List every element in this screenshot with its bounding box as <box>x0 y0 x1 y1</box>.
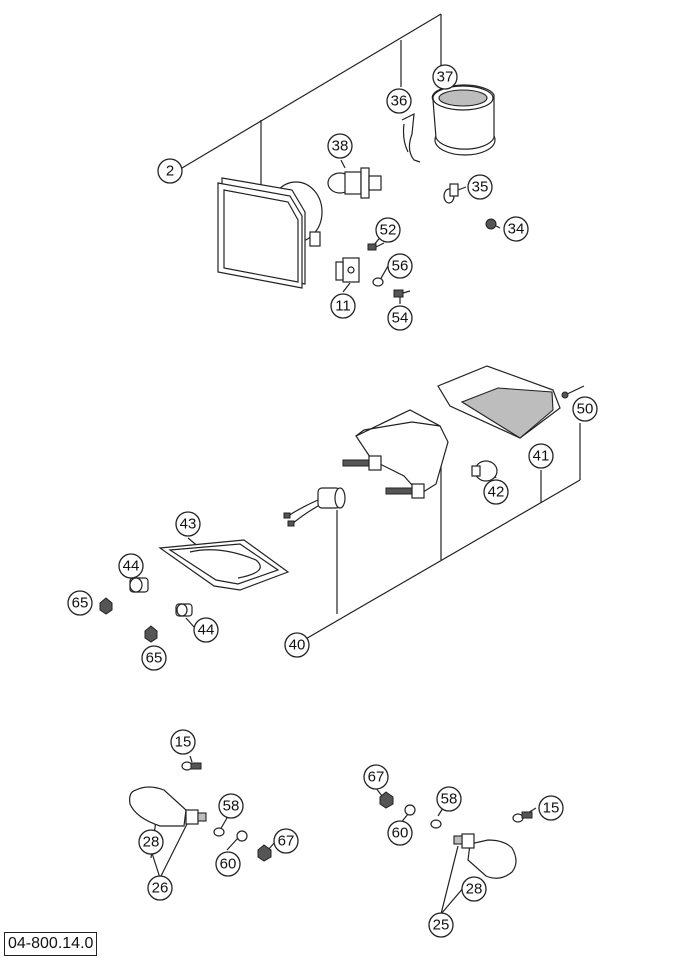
callout-43: 43 <box>175 511 201 537</box>
svg-text:15: 15 <box>175 734 192 751</box>
callout-44-upper: 44 <box>118 553 144 579</box>
svg-text:34: 34 <box>508 221 525 238</box>
turn-signal-left <box>129 786 207 827</box>
callout-65-upper: 65 <box>67 590 93 616</box>
svg-text:67: 67 <box>368 769 385 786</box>
callout-25: 25 <box>428 912 454 938</box>
headlight-bulb <box>327 167 382 199</box>
callout-58-left: 58 <box>218 793 244 819</box>
callout-42: 42 <box>483 479 509 505</box>
callout-38: 38 <box>327 133 353 159</box>
callout-15-left: 15 <box>170 729 196 755</box>
callout-26: 26 <box>147 875 173 901</box>
callout-60-left: 60 <box>215 851 241 877</box>
callout-65-lower: 65 <box>141 645 167 671</box>
callout-54: 54 <box>387 305 413 331</box>
svg-text:28: 28 <box>143 834 160 851</box>
svg-text:44: 44 <box>198 622 215 639</box>
callout-15-right: 15 <box>538 795 564 821</box>
nut-67-right <box>379 791 394 809</box>
svg-text:36: 36 <box>391 93 408 110</box>
headlight-housing <box>217 177 323 289</box>
svg-text:65: 65 <box>72 595 89 612</box>
svg-text:11: 11 <box>335 298 351 315</box>
svg-text:2: 2 <box>166 163 174 180</box>
callout-58-right: 58 <box>436 786 462 812</box>
callout-60-right: 60 <box>387 820 413 846</box>
turn-signal-right-group <box>375 787 537 915</box>
lockwasher-60-left <box>236 830 248 842</box>
headlight-group <box>181 13 501 304</box>
spacer-44-upper <box>129 577 149 593</box>
tail-studs <box>342 455 425 499</box>
headlight-bracket <box>335 257 360 283</box>
screw-52 <box>367 242 385 251</box>
svg-text:25: 25 <box>433 917 450 934</box>
screw-15-right <box>512 811 533 823</box>
parking-bulb <box>443 183 459 204</box>
svg-text:43: 43 <box>180 516 197 533</box>
lockwasher-60-right <box>404 804 416 816</box>
svg-text:67: 67 <box>278 833 295 850</box>
headlight-ring <box>431 84 496 156</box>
washer-58-left <box>213 827 225 837</box>
callout-67-left: 67 <box>273 828 299 854</box>
spacer-44-lower <box>175 603 193 617</box>
svg-text:37: 37 <box>437 69 454 86</box>
screw-15-left <box>181 761 202 771</box>
svg-text:58: 58 <box>223 798 240 815</box>
spring-clip <box>401 112 421 163</box>
svg-text:60: 60 <box>392 825 409 842</box>
callout-52: 52 <box>375 217 401 243</box>
diagram-code: 04-800.14.0 <box>4 932 98 956</box>
callout-11: 11 <box>330 293 356 319</box>
callout-35: 35 <box>467 174 493 200</box>
svg-text:26: 26 <box>152 880 169 897</box>
nut-67-left <box>257 844 272 862</box>
svg-text:38: 38 <box>332 138 349 155</box>
svg-text:52: 52 <box>380 222 397 239</box>
svg-text:50: 50 <box>577 401 594 418</box>
taillight-group <box>99 365 585 645</box>
callout-67-right: 67 <box>363 764 389 790</box>
callout-37: 37 <box>432 64 458 90</box>
washer-58-right <box>430 819 442 829</box>
callout-40: 40 <box>284 632 310 658</box>
tail-socket-wiring <box>283 487 346 527</box>
tail-lens <box>437 365 561 439</box>
svg-text:44: 44 <box>123 558 140 575</box>
bolt-50 <box>561 385 585 399</box>
callout-41: 41 <box>528 443 554 469</box>
svg-text:41: 41 <box>533 448 550 465</box>
svg-text:40: 40 <box>289 637 306 654</box>
svg-text:42: 42 <box>488 484 505 501</box>
tail-bulb <box>471 460 498 482</box>
callout-28-right: 28 <box>461 876 487 902</box>
tail-gasket <box>158 539 290 591</box>
svg-text:58: 58 <box>441 791 458 808</box>
turn-signal-left-group <box>129 755 276 879</box>
nut-65-upper <box>99 597 113 615</box>
callout-44-lower: 44 <box>193 617 219 643</box>
callout-34: 34 <box>503 216 529 242</box>
svg-text:15: 15 <box>543 800 560 817</box>
svg-text:60: 60 <box>220 856 237 873</box>
callout-28-left: 28 <box>138 829 164 855</box>
callout-36: 36 <box>386 88 412 114</box>
nut-65-lower <box>144 625 158 643</box>
callout-2: 2 <box>157 158 183 184</box>
screw-54 <box>393 289 411 298</box>
svg-text:28: 28 <box>466 881 483 898</box>
tail-housing <box>355 409 449 495</box>
svg-text:65: 65 <box>146 650 163 667</box>
callout-50: 50 <box>572 396 598 422</box>
svg-text:56: 56 <box>392 258 409 275</box>
callout-56: 56 <box>387 253 413 279</box>
washer-56 <box>372 277 384 287</box>
turn-signal-right <box>453 833 517 879</box>
svg-text:35: 35 <box>472 179 489 196</box>
grommet <box>485 218 497 230</box>
svg-text:54: 54 <box>392 310 409 327</box>
